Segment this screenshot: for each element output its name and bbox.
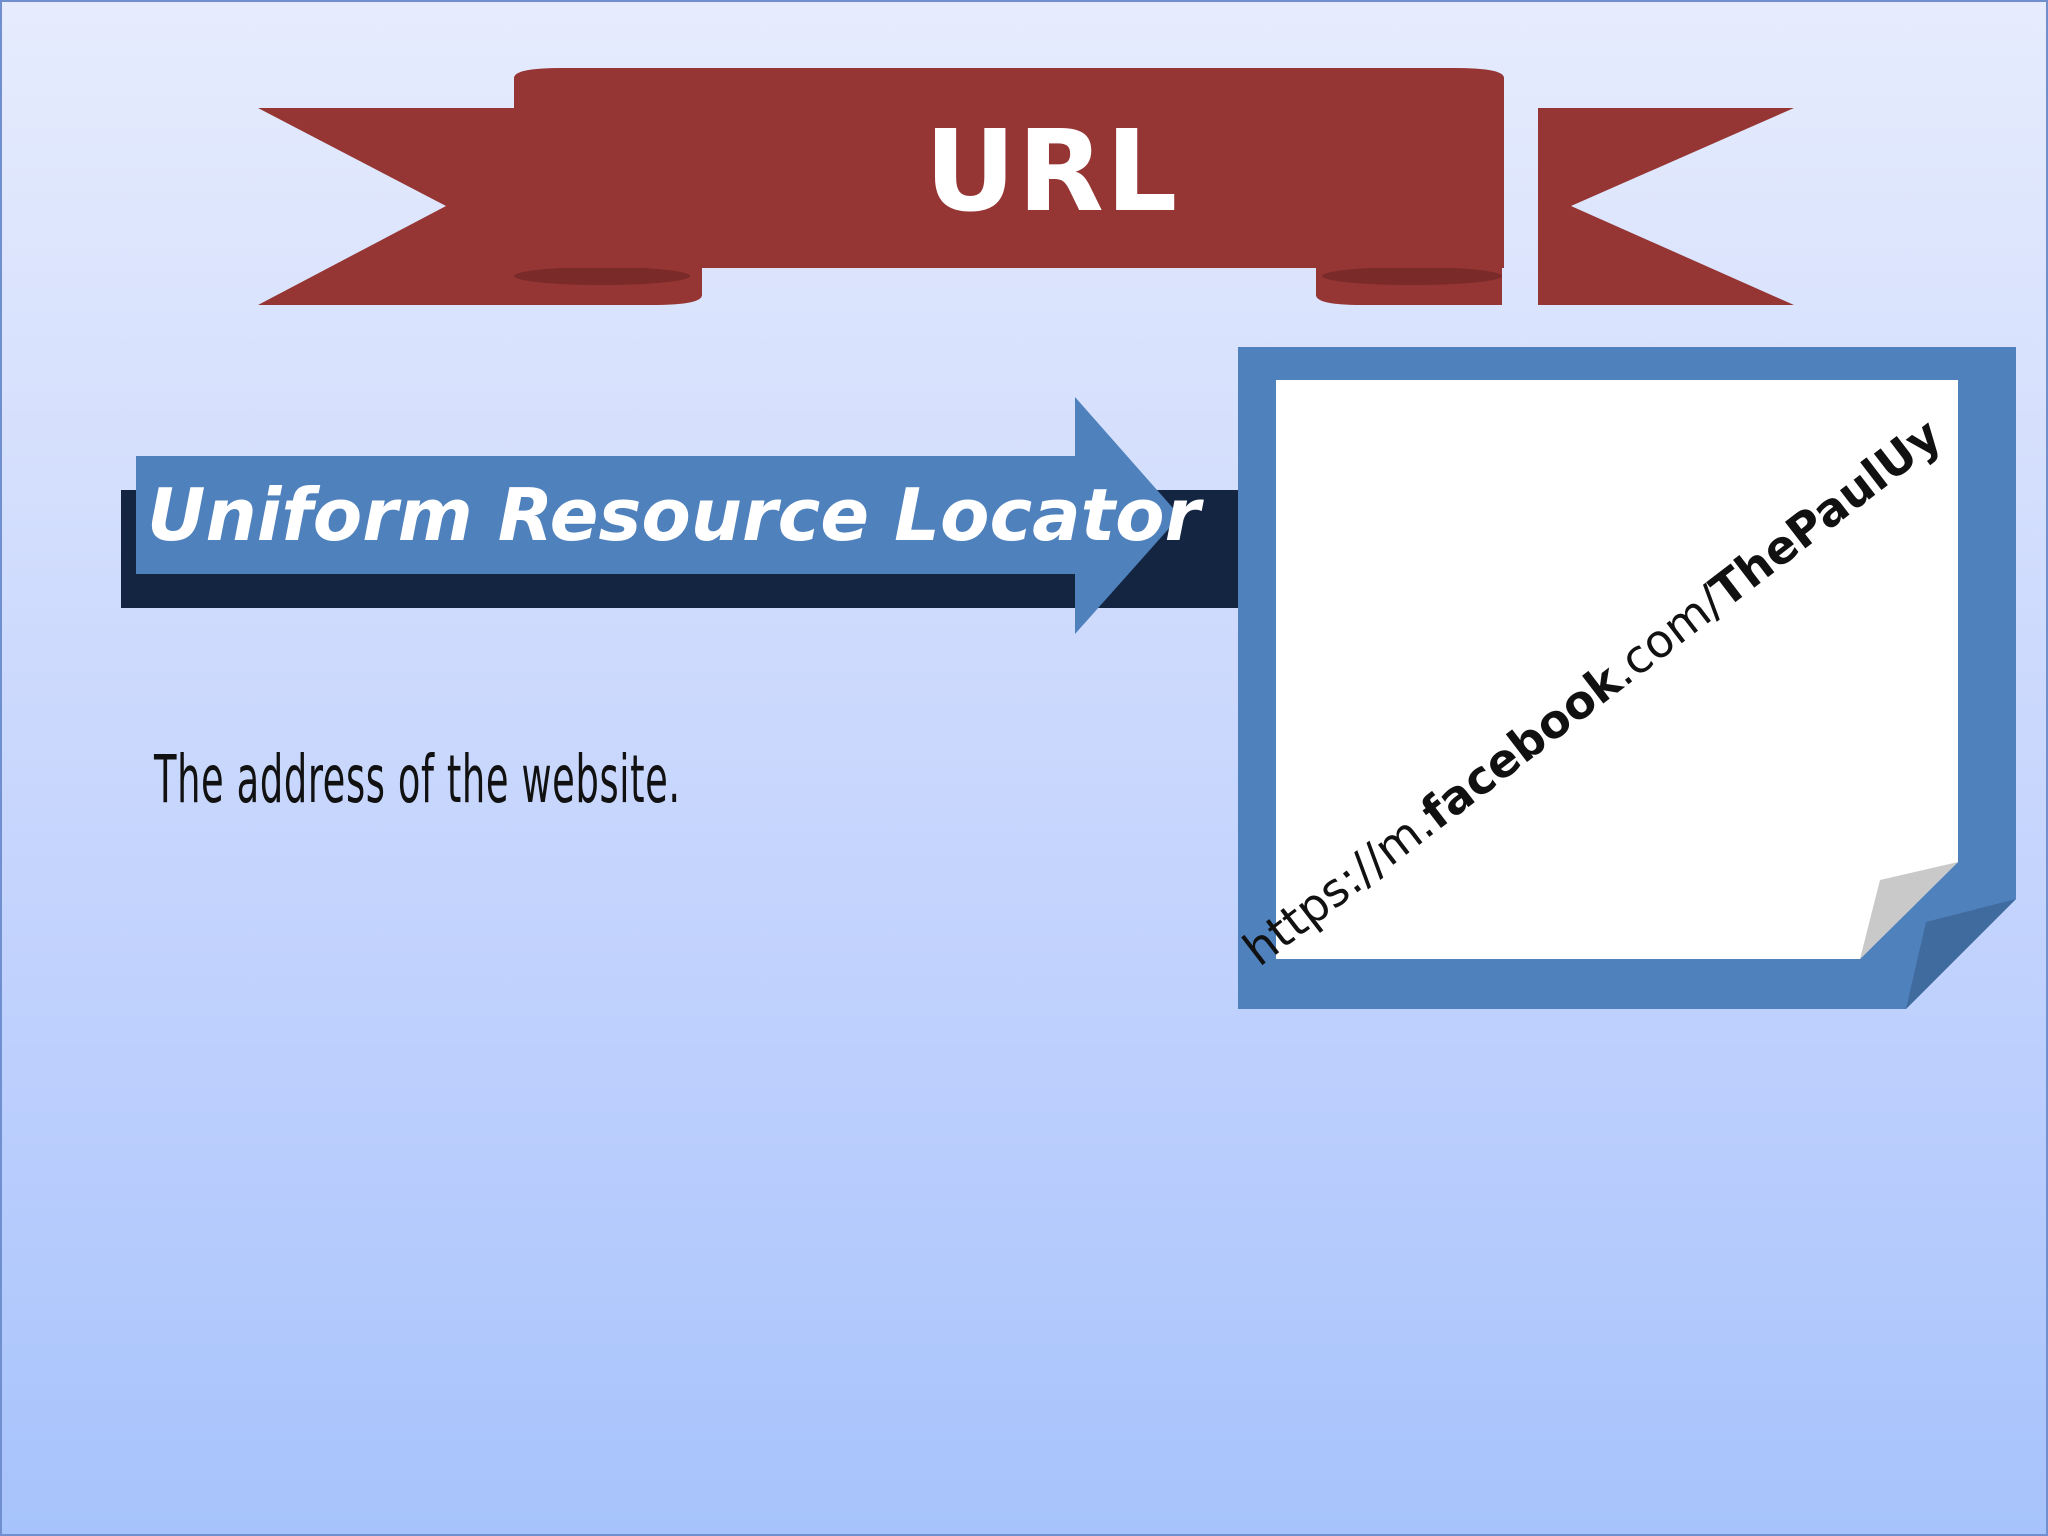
ribbon-main-band bbox=[514, 68, 1504, 268]
arrow-shape bbox=[136, 397, 1180, 634]
note-paper bbox=[1276, 380, 1958, 959]
slide-title: URL bbox=[924, 107, 1180, 237]
ribbon-right-fold-shadow bbox=[1322, 267, 1502, 285]
description-text: The address of the website. bbox=[154, 741, 681, 818]
ribbon-left-tail bbox=[258, 108, 514, 305]
slide-subtitle: Uniform Resource Locator bbox=[147, 473, 1201, 557]
note-curl bbox=[1860, 862, 1958, 959]
ribbon-left-fold-shadow bbox=[514, 267, 690, 285]
note-frame-curl bbox=[1906, 899, 2016, 1009]
ribbon-right-tail bbox=[1538, 108, 1794, 305]
